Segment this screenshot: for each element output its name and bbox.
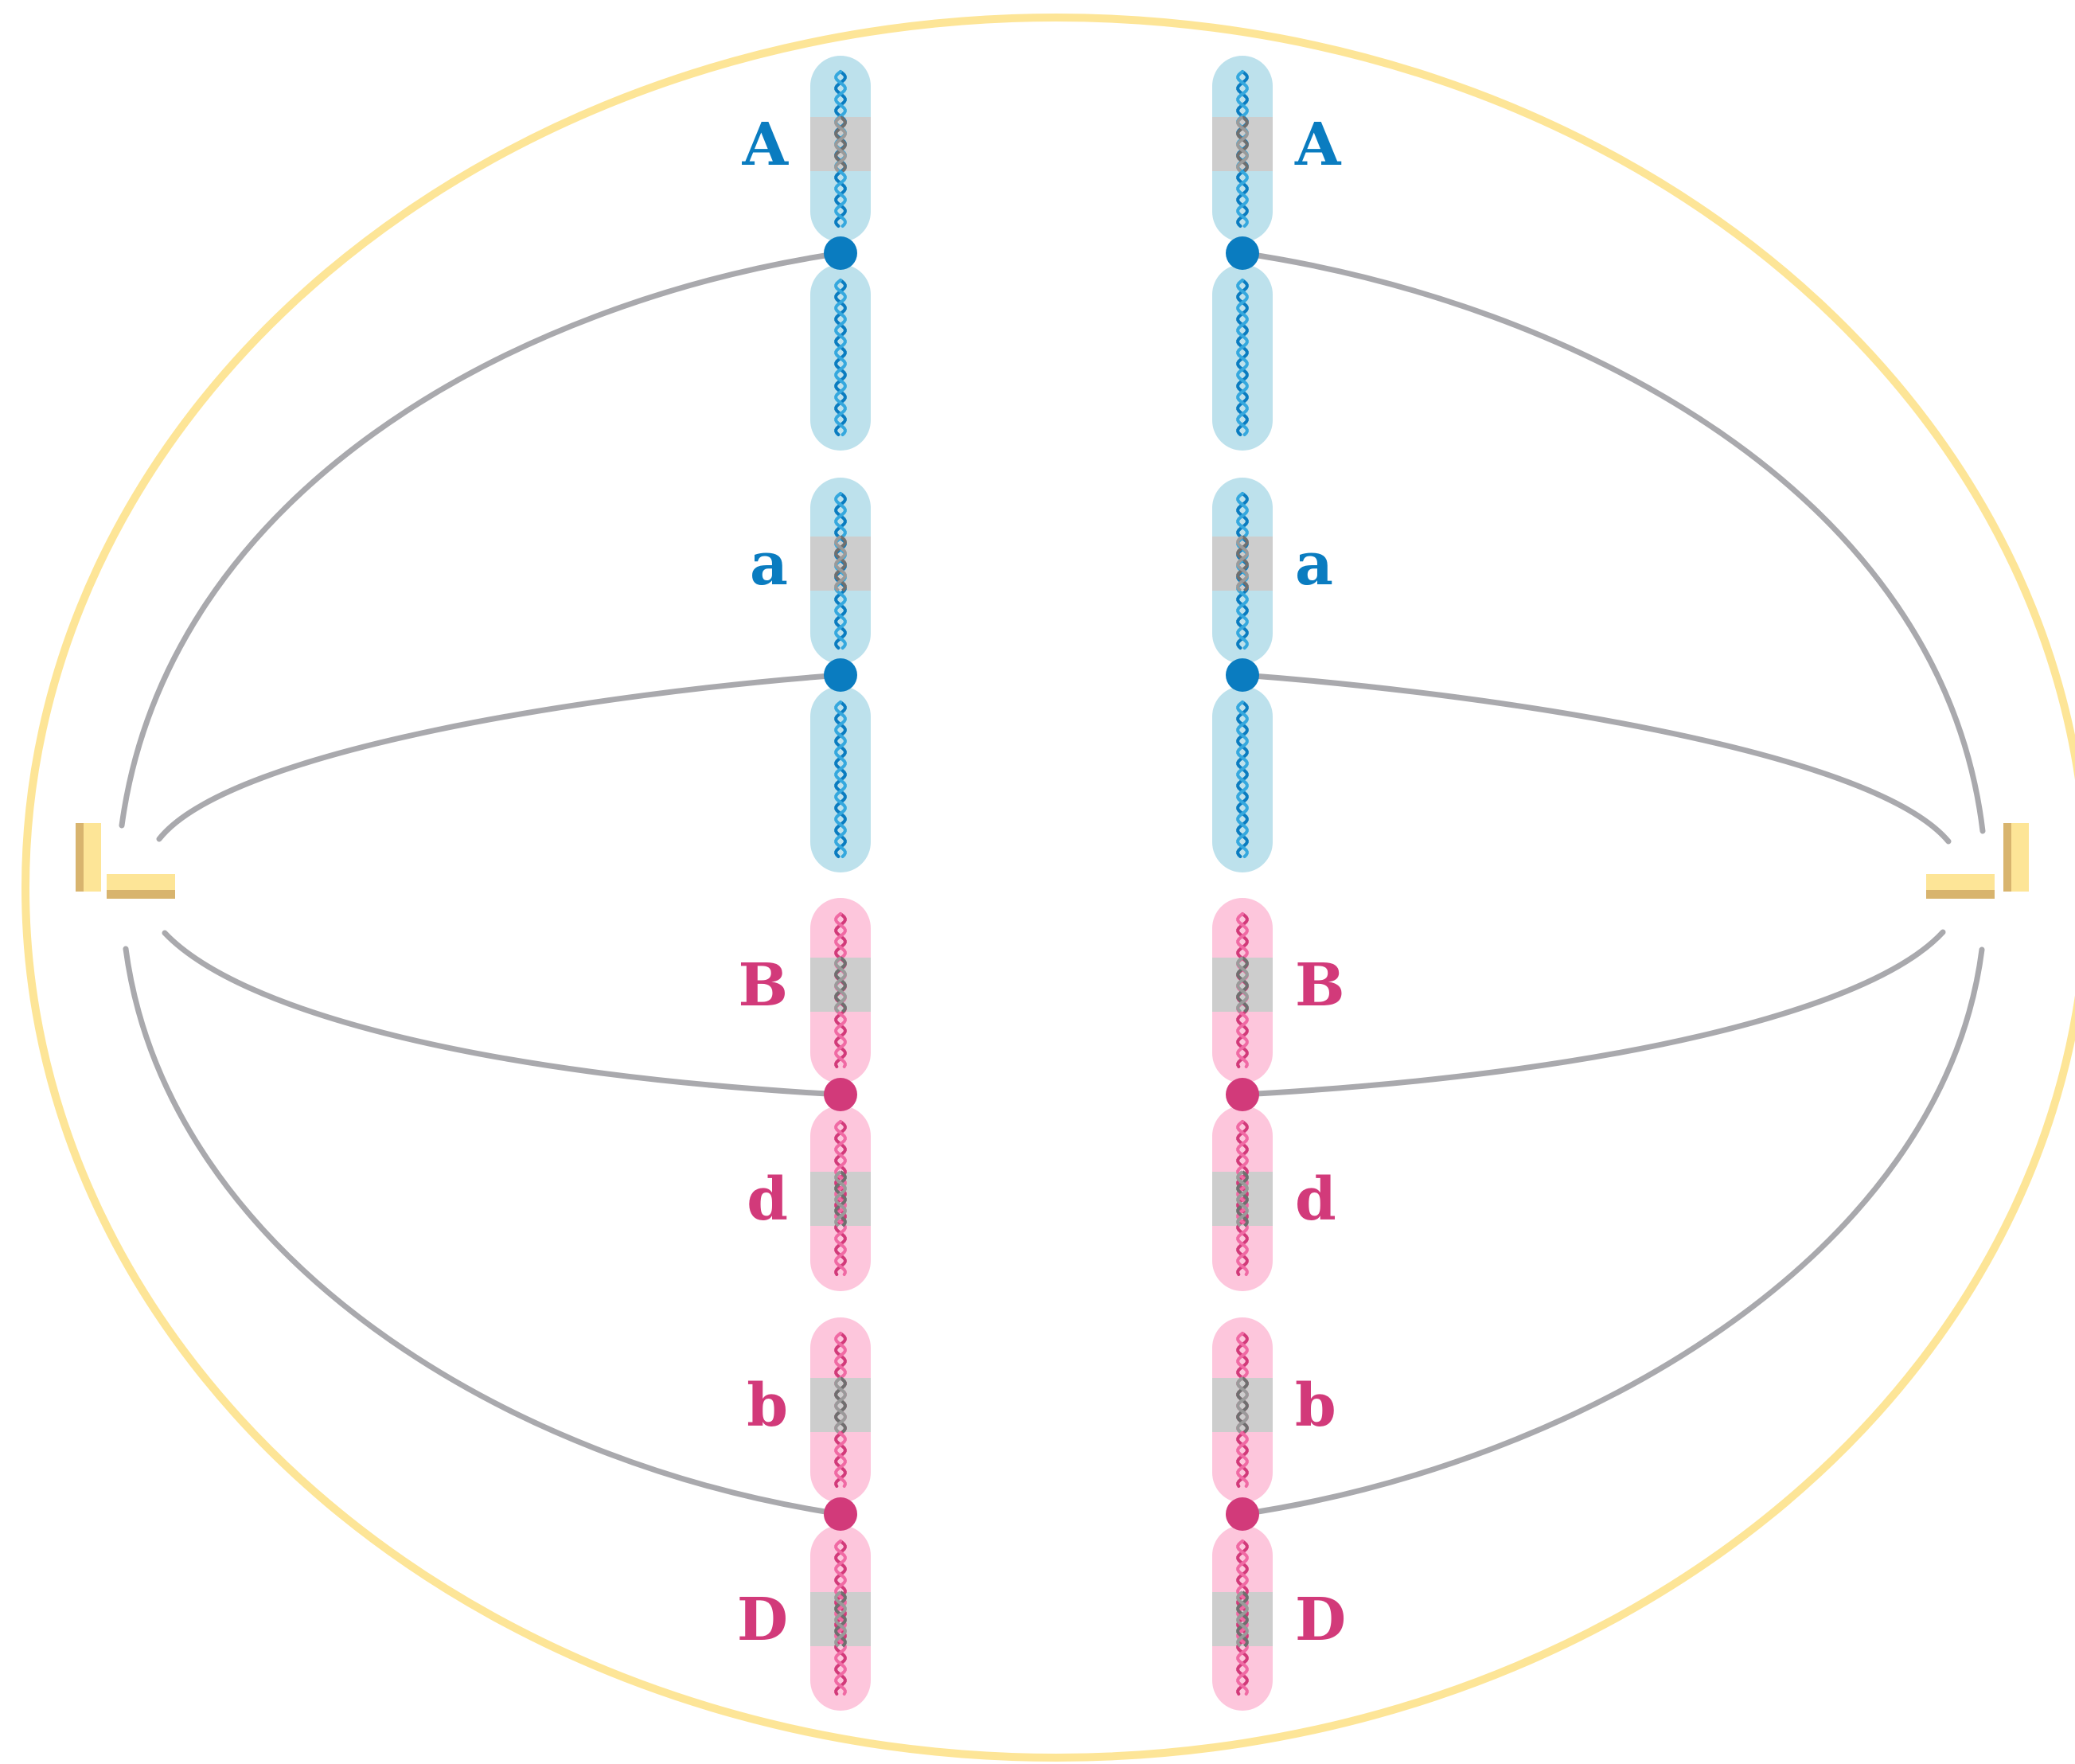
dna-strand-gene [834,115,847,173]
chromosome-right-4: bD [1212,1317,1346,1711]
dna-strand-gene [834,535,847,592]
centriole-left [76,823,175,899]
centromere [824,1497,857,1531]
dna-strand [834,701,847,858]
gene-label: d [1295,1165,1336,1234]
gene-label: b [747,1372,788,1440]
dna-strand [1236,1120,1249,1276]
dna-strand [834,279,847,436]
dna-strand [834,1120,847,1276]
spindle-fiber [119,250,844,829]
centriole-right [1926,823,2029,899]
chromosome-left-1: A [742,56,871,451]
dna-strand [1236,1120,1249,1276]
spindle-fiber [1239,672,1952,845]
centriole-barrel [2011,823,2029,892]
dna-strand [1236,701,1249,858]
centriole-barrel [1926,874,1995,890]
chromosome-left-2: a [750,478,871,872]
dna-strand-gene [1236,956,1249,1013]
gene-label: d [747,1165,788,1234]
centromere [824,658,857,692]
chromosome-right-2: a [1212,478,1333,872]
dna-strand-gene [1236,535,1249,592]
spindle-fiber [156,672,844,842]
gene-label: B [738,951,788,1020]
gene-label: a [750,530,788,599]
chromosome-right-1: A [1212,56,1342,451]
spindle-fiber [1239,250,1986,834]
gene-label: a [1295,530,1333,599]
gene-label: b [1295,1372,1336,1440]
centromere [1226,1497,1259,1531]
centromere [824,1078,857,1111]
dna-strand [834,1120,847,1276]
dna-strand-gene [1236,115,1249,173]
dna-strand-gene [834,956,847,1013]
dna-strand-gene [1236,1376,1249,1434]
dna-strand-gene [1236,1170,1249,1227]
dna-strand [1236,279,1249,436]
spindle-fiber [1239,946,1985,1517]
spindle-fiber [162,930,844,1098]
chromosome-left-3: Bd [738,898,871,1291]
centriole-barrel [76,823,84,892]
centriole-barrel [107,890,175,899]
centriole-barrel [2003,823,2011,892]
gene-label: A [1294,111,1342,179]
centromere [824,236,857,270]
centriole-barrel [107,874,175,890]
dna-strand-gene [834,1170,847,1227]
spindle-fiber [123,946,844,1517]
spindle-fiber [1239,929,1946,1098]
dna-strand-gene [834,1376,847,1434]
spindle-fibers [119,250,1986,1517]
chromosome-right-3: Bd [1212,898,1345,1291]
centromere [1226,658,1259,692]
cell-membrane [21,14,2075,1762]
gene-label: A [742,111,790,179]
chromosome-left-4: bD [737,1317,871,1711]
gene-label: B [1295,951,1345,1020]
gene-label: D [737,1586,788,1654]
dna-strand-gene [1236,1590,1249,1648]
centromere [1226,1078,1259,1111]
centriole-barrel [84,823,101,892]
centromere [1226,236,1259,270]
gene-label: D [1295,1586,1346,1654]
centriole-barrel [1926,890,1995,899]
dna-strand-gene [834,1590,847,1648]
